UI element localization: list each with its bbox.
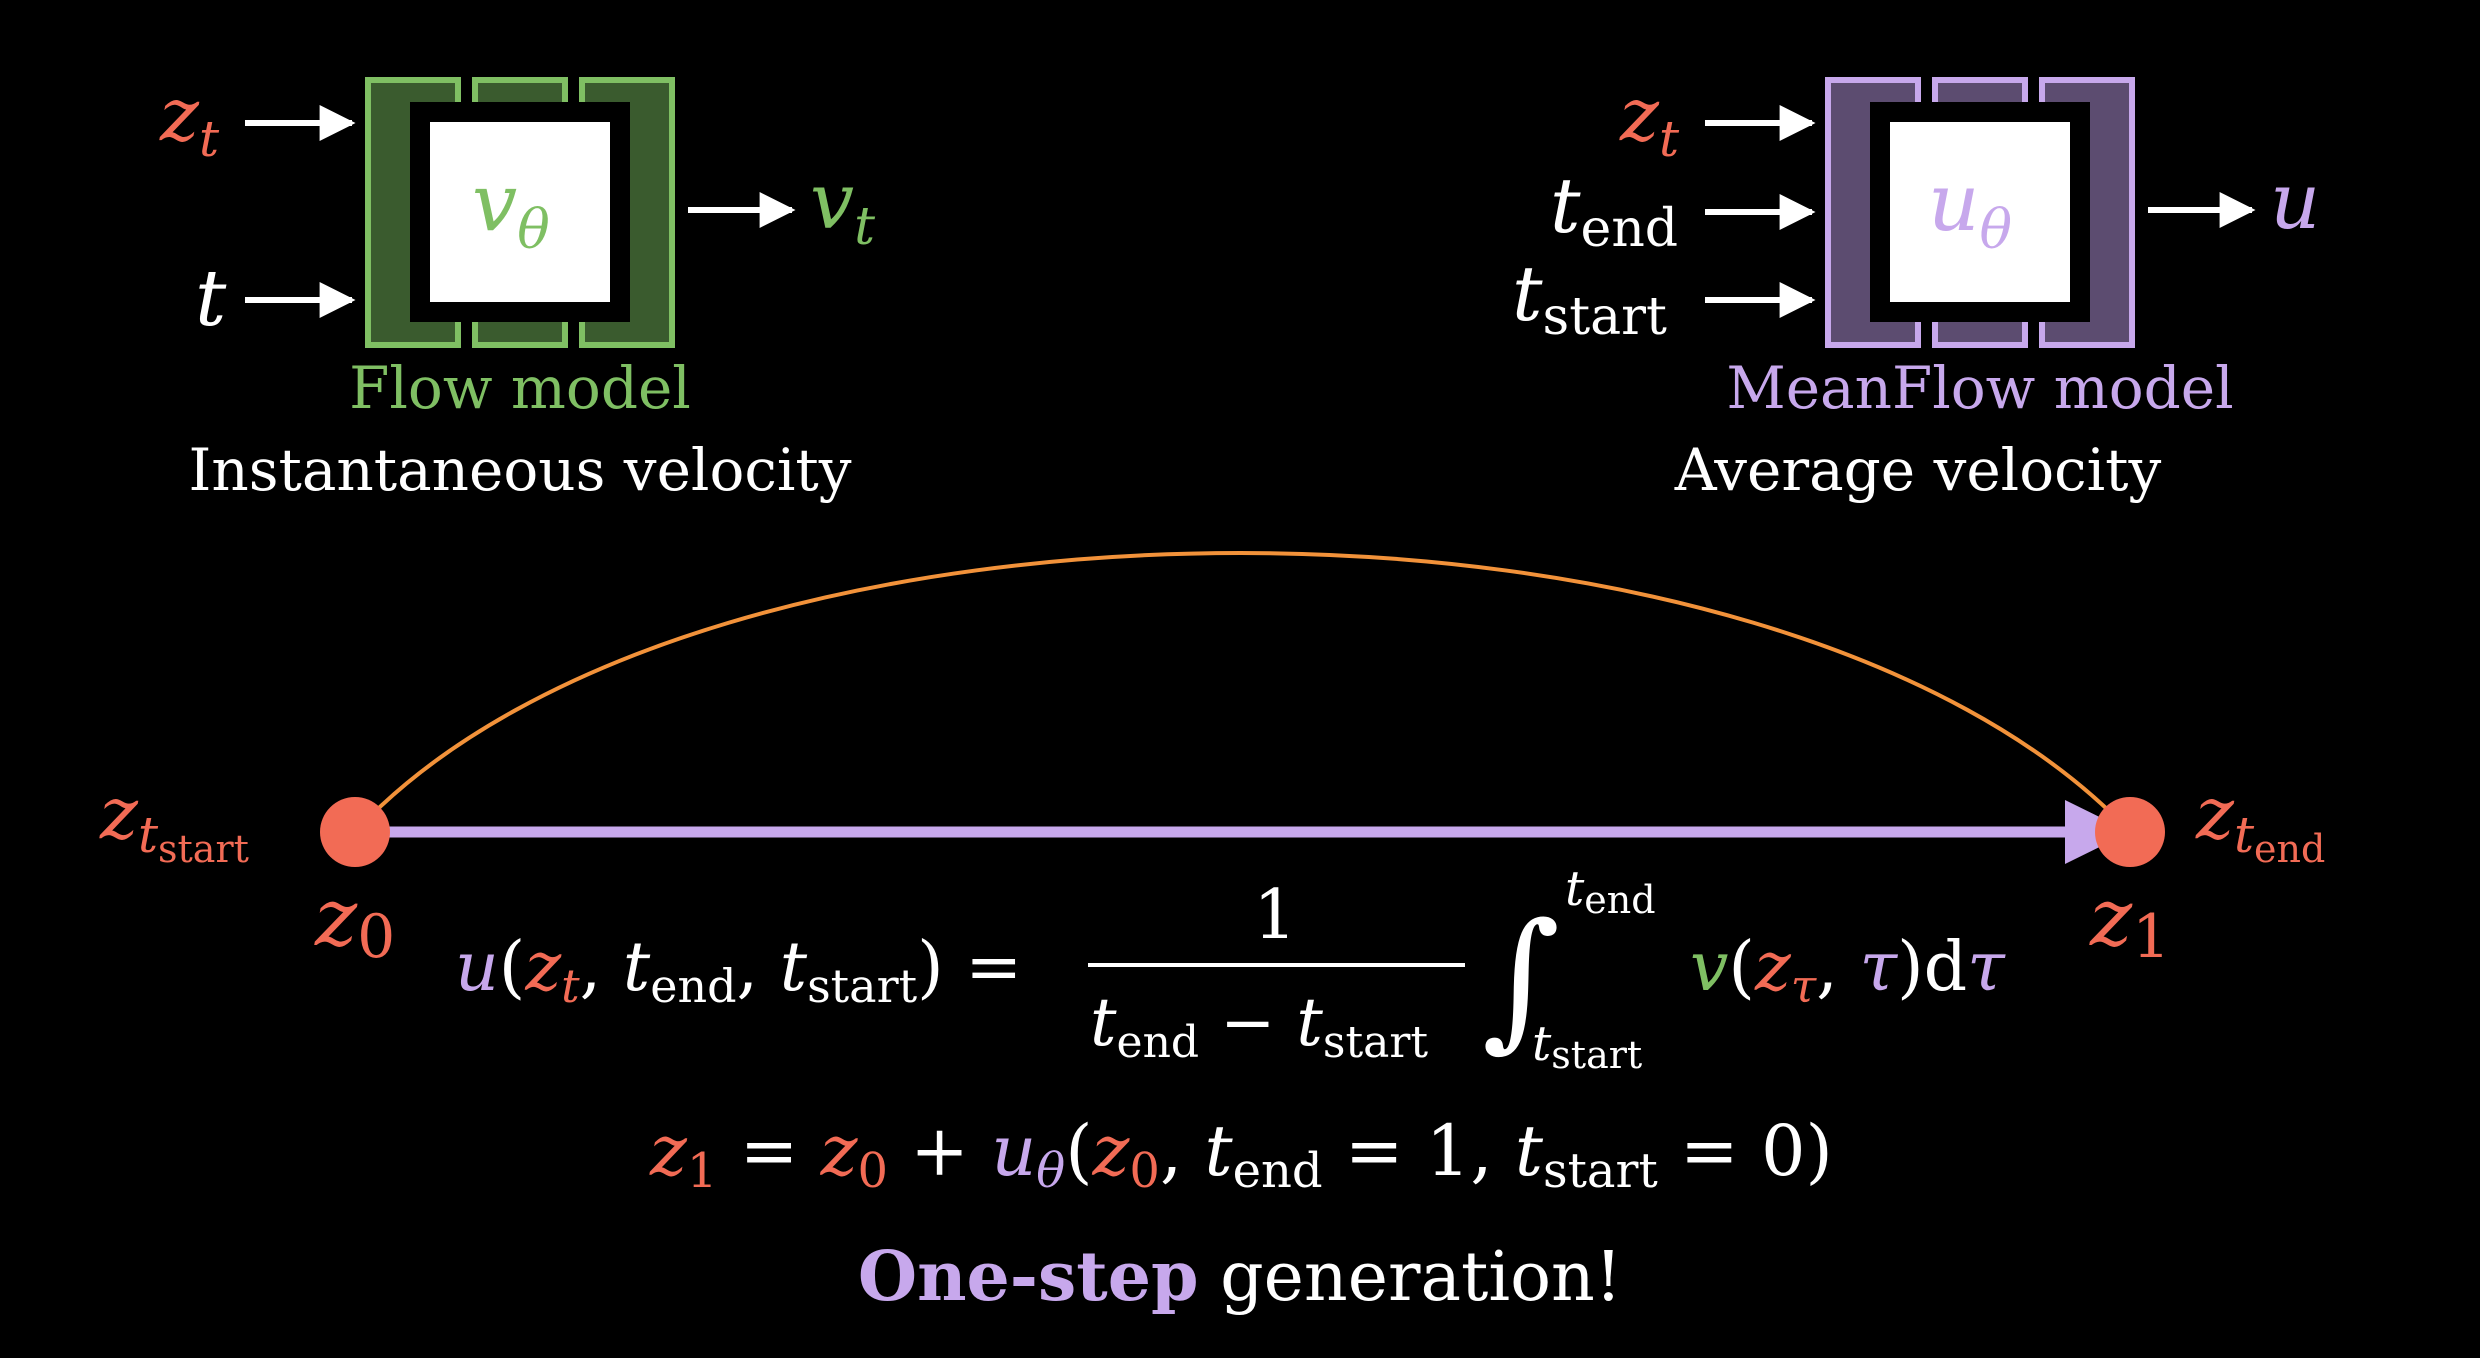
flow-core-box [410, 102, 630, 322]
flow-model-caption: Instantaneous velocity [189, 436, 852, 504]
eq-frac-num: 1 [1253, 876, 1296, 955]
flow-model: zt t vθ vt Flow model Instantaneous velo… [159, 72, 875, 504]
end-point-label: ztend [2195, 771, 2325, 871]
eq-lhs: u(zt, tend, tstart) = [455, 928, 1022, 1013]
eq-onestep: z1 = z0 + uθ(z0, tend = 1, tstart = 0) [649, 1110, 1833, 1199]
meanflow-core-box [1870, 102, 2090, 322]
meanflow-output: u [2270, 157, 2320, 247]
tagline: One-step generation! [858, 1237, 1622, 1317]
flow-core-label: vθ [472, 156, 550, 261]
z0-label: z0 [314, 871, 395, 972]
end-point [2095, 797, 2165, 867]
z1-label: z1 [2089, 871, 2170, 972]
start-point [320, 797, 390, 867]
meanflow-model: zt tend tstart uθ u MeanFlow model Avera… [1512, 72, 2320, 504]
eq-integral-upper: tend [1565, 861, 1656, 922]
eq-integrand: v(zτ, τ)dτ [1690, 928, 2006, 1013]
start-point-label: ztstart [99, 771, 249, 871]
meanflow-model-name: MeanFlow model [1726, 354, 2233, 422]
eq-integral-sign: ∫ [1482, 892, 1560, 1066]
flow-model-name: Flow model [349, 354, 691, 422]
meanflow-input-tend: tend [1550, 161, 1678, 259]
flow-input-z: zt [159, 72, 220, 168]
meanflow-input-z: zt [1619, 72, 1680, 168]
meanflow-model-caption: Average velocity [1674, 436, 2162, 504]
curved-trajectory [353, 551, 2132, 834]
eq-frac-den: tend − tstart [1090, 984, 1428, 1068]
meanflow-input-tstart: tstart [1512, 249, 1667, 347]
flow-input-t: t [195, 254, 227, 344]
flow-output: vt [810, 157, 875, 257]
eq-integral-lower: tstart [1532, 1016, 1642, 1077]
one-step-equation: z1 = z0 + uθ(z0, tend = 1, tstart = 0) [649, 1110, 1833, 1199]
trajectory: ztstart ztend z0 z1 [99, 551, 2325, 972]
average-velocity-equation: u(zt, tend, tstart) = 1 tend − tstart ∫ … [455, 861, 2006, 1077]
meanflow-core-label: uθ [1928, 156, 2012, 261]
